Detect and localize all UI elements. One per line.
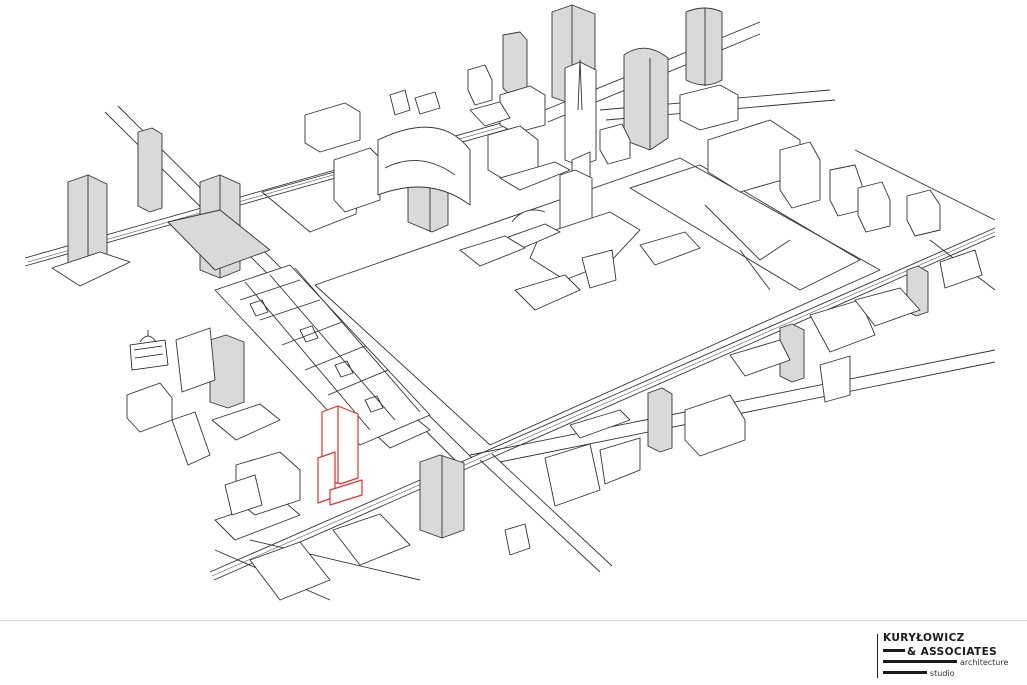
monument-icon: [129, 330, 169, 371]
courtyard-grid: [214, 264, 431, 446]
city-axonometric-diagram: [24, 4, 996, 601]
logo-line-3: architecture: [960, 658, 1009, 667]
logo-line-1: KURYŁOWICZ: [883, 632, 965, 644]
footer-divider: [0, 620, 1027, 621]
logo-bar-2: [883, 660, 957, 663]
logo-vertical-rule: [877, 634, 878, 678]
pavilion: [377, 126, 471, 206]
central-plaza: [261, 157, 881, 446]
palace-of-culture: [459, 59, 701, 311]
logo-line-2: & ASSOCIATES: [907, 646, 998, 658]
city-blocks: [51, 64, 983, 601]
logo-bar-3: [883, 671, 927, 674]
logo-bars-icon: [883, 649, 905, 652]
logo-line-4: studio: [930, 669, 955, 678]
highlighted-building: [317, 405, 363, 506]
logo: KURYŁOWICZ & ASSOCIATES architecture stu…: [873, 632, 1023, 680]
